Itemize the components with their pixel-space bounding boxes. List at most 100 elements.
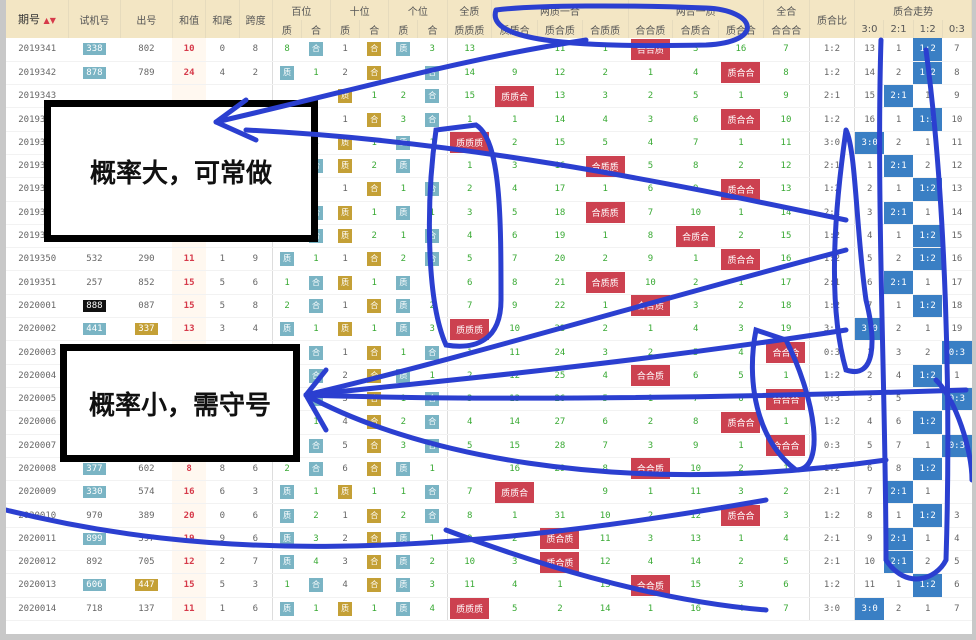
span-cell: 6	[239, 527, 273, 552]
tail-cell: 3	[205, 317, 239, 342]
pattern-cell: 18	[537, 200, 583, 225]
pattern-cell: 2	[718, 457, 764, 482]
sub-ccp: 合合质	[628, 20, 674, 38]
pattern-cell: 12	[582, 550, 629, 575]
pattern-cell: 2	[628, 503, 673, 528]
pattern-cell-value: 3	[466, 207, 473, 218]
draw-cell-value: 397	[138, 533, 155, 544]
digit-cell: 合	[301, 270, 331, 295]
pattern-cell-value: 26	[554, 394, 566, 405]
trend-cell: 2	[913, 550, 943, 575]
digit-cell: 质	[388, 270, 418, 295]
trial-cell: 888	[68, 294, 121, 319]
period-cell-value: 2020004	[18, 370, 57, 381]
trial-cell-value: 532	[86, 254, 103, 265]
pattern-cell: 9	[763, 84, 810, 109]
pattern-cell-value: 1	[647, 394, 654, 405]
pattern-cell: 24	[537, 340, 583, 365]
tail-cell: 0	[205, 38, 239, 62]
pattern-cell-value: 3	[647, 114, 654, 125]
trial-cell-value: 899	[83, 532, 106, 545]
pattern-cell: 12	[491, 364, 538, 388]
period-cell: 2020010	[6, 503, 69, 528]
digit-cell: 4	[330, 410, 360, 435]
ratio-cell-value: 1:2	[823, 231, 841, 242]
pattern-cell-value: 12	[554, 67, 566, 78]
span-cell-value: 6	[252, 510, 259, 521]
pattern-cell-value: 2	[602, 254, 608, 265]
trend-cell-value: 4	[866, 231, 873, 242]
trend-cell-value: 7	[954, 44, 960, 55]
trial-cell: 606	[68, 573, 121, 598]
tail-cell-value: 5	[219, 300, 226, 311]
pattern-cell-value: 1	[602, 184, 608, 195]
pattern-cell: 合合合	[763, 387, 810, 412]
pattern-cell-value: 6	[511, 231, 518, 242]
pattern-cell: 4	[718, 597, 764, 621]
pattern-cell-value: 3	[511, 557, 518, 568]
draw-cell: 397	[120, 527, 173, 552]
digit-cell-value: 3	[400, 114, 407, 125]
pattern-cell-value: 5	[692, 347, 699, 358]
span-cell-value: 6	[252, 603, 259, 614]
trend-cell-value: 2	[924, 347, 931, 358]
pattern-cell-value: 5	[647, 161, 654, 172]
pattern-cell: 16	[718, 38, 764, 62]
digit-cell: 质	[330, 224, 360, 249]
trend-cell-value: 10	[864, 557, 876, 568]
ratio-cell: 1:2	[808, 107, 855, 132]
sum-cell: 15	[172, 294, 206, 319]
digit-cell-value: 1	[400, 231, 407, 242]
pattern-cell: 15	[491, 433, 538, 458]
pattern-cell-value: 6	[466, 277, 473, 288]
sort-arrows-icon[interactable]: ▲▼	[43, 16, 56, 25]
ratio-cell-value: 2:1	[823, 161, 841, 172]
digit-cell-value: 2	[400, 417, 407, 428]
digit-cell: 合	[417, 61, 448, 86]
pattern-cell: 3	[582, 84, 629, 109]
digit-cell: 1	[301, 597, 331, 621]
digit-cell: 合	[417, 480, 448, 505]
pattern-cell-value: 3	[738, 324, 744, 335]
pattern-cell-value: 1	[557, 580, 563, 591]
pattern-cell-value: 15	[509, 440, 521, 451]
pattern-cell-value: 1	[738, 277, 744, 288]
digit-cell: 1	[301, 61, 331, 86]
ratio-cell: 2:1	[808, 550, 855, 575]
ratio-cell: 3:0	[808, 597, 855, 621]
trend-cell: 4	[883, 364, 914, 388]
trend-cell: 8	[883, 457, 914, 482]
digit-cell-value: 2	[371, 161, 377, 172]
digit-cell-value: 合	[308, 392, 323, 407]
sub-o-prime: 质	[388, 20, 419, 38]
pattern-cell: 2	[718, 154, 764, 179]
pattern-cell-value: 4	[466, 231, 473, 242]
ratio-cell: 0:3	[808, 433, 855, 458]
trial-cell: 718	[68, 597, 121, 621]
pattern-cell-value: 1	[511, 114, 518, 125]
pattern-cell-value: 2	[738, 557, 744, 568]
pattern-cell-value: 11	[599, 533, 611, 544]
col-period[interactable]: 期号 ▲▼	[6, 0, 69, 38]
col-trial: 试机号	[68, 0, 121, 38]
period-cell-value: 2019350	[18, 254, 57, 265]
period-cell-value: 2019344	[18, 114, 57, 125]
pattern-cell: 5	[491, 597, 538, 621]
pattern-cell: 13	[672, 527, 719, 552]
pattern-cell-value: 3	[647, 533, 654, 544]
pattern-cell: 10	[491, 317, 538, 342]
digit-cell-value: 质	[338, 275, 353, 290]
digit-cell: 1	[388, 387, 418, 412]
digit-cell-value: 1	[342, 254, 348, 265]
draw-cell-value: 447	[135, 579, 158, 592]
period-cell: 2019350	[6, 247, 69, 272]
pattern-cell: 10	[672, 200, 719, 225]
trend-cell: 6	[883, 410, 914, 435]
pattern-cell: 4	[763, 527, 810, 552]
pattern-cell: 7	[446, 480, 492, 505]
ratio-cell-value: 3:0	[823, 137, 841, 148]
digit-cell-value: 质	[280, 252, 295, 267]
trend-cell-value: 1	[895, 510, 902, 521]
